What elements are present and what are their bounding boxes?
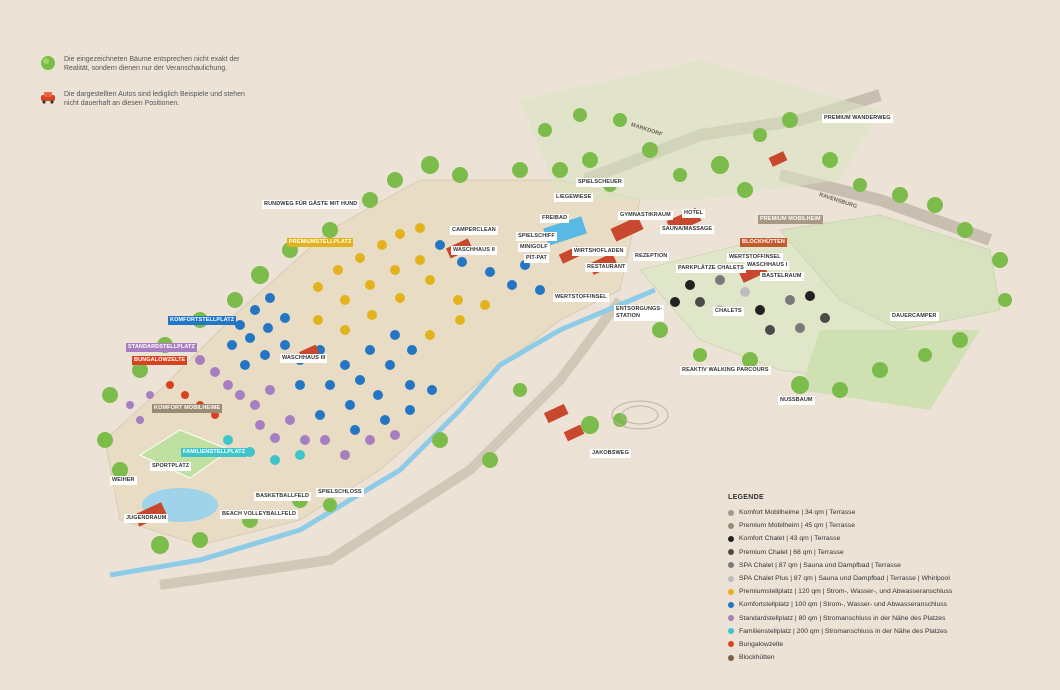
legend-dot-icon [728, 588, 734, 595]
label-hotel: HOTEL [682, 209, 706, 218]
legend-title: LEGENDE [728, 494, 764, 501]
legend-item-label: Bungalowzelte [739, 640, 784, 648]
legend-dot-icon [728, 509, 734, 516]
car-icon [41, 92, 55, 104]
trees-note-text: Die eingezeichneten Bäume entsprechen ni… [64, 56, 240, 72]
chalet-sites [670, 275, 830, 335]
legend-dot-icon [728, 654, 734, 661]
label-spielschloss: SPIELSCHLOSS [316, 488, 364, 497]
road-jakobsweg [159, 297, 624, 590]
legend-item: Premiumstellplatz | 120 qm | Strom-, Was… [728, 585, 1048, 598]
label-entsorgungsstation: ENTSORGUNGS- STATION [614, 305, 665, 321]
label-familienstellplatz: FAMILIENSTELLPLATZ [181, 448, 248, 457]
label-nussbaum: NUSSBAUM [778, 396, 815, 405]
legend-dot-icon [728, 641, 734, 648]
label-camperclean: CAMPERCLEAN [450, 226, 498, 235]
legend-item: Familienstellplatz | 200 qm | Stromansch… [728, 625, 1048, 638]
familienstellplatz-sites [223, 435, 305, 465]
label-freibad: FREIBAD [540, 214, 570, 223]
label-standardstellplatz: STANDARDSTELLPLATZ [126, 343, 197, 352]
label-wertstoffinsel-2: WERTSTOFFINSEL [553, 293, 609, 302]
cars-note: Die dargestellten Autos sind lediglich B… [40, 90, 270, 108]
legend-item-label: Premiumstellplatz | 120 qm | Strom-, Was… [739, 588, 953, 596]
label-restaurant: RESTAURANT [585, 263, 628, 272]
label-bastelraum: BASTELRAUM [760, 272, 804, 281]
legend-dot-icon [728, 549, 734, 556]
legend-item-label: SPA Chalet Plus | 87 qm | Sauna und Damp… [739, 575, 950, 583]
legend-item-label: Komfort Chalet | 43 qm | Terrasse [739, 535, 841, 543]
legend-item: SPA Chalet | 87 qm | Sauna und Dampfbad … [728, 559, 1048, 572]
legend-item: Premium Chalet | 68 qm | Terrasse [728, 546, 1048, 559]
legend-item-label: Komfort Mobilheime | 34 qm | Terrasse [739, 509, 856, 517]
label-blockhuetten: BLOCKHÜTTEN [740, 238, 787, 247]
legend-dot-icon [728, 601, 734, 608]
cars-note-text: Die dargestellten Autos sind lediglich B… [64, 91, 245, 107]
label-premiumstellplatz: PREMIUMSTELLPLATZ [287, 238, 354, 247]
label-pitpat: PIT-PAT [524, 254, 549, 263]
legend-item-label: Komfortstellplatz | 100 qm | Strom-, Was… [739, 601, 948, 609]
legend-item: Komfortstellplatz | 100 qm | Strom-, Was… [728, 598, 1048, 611]
label-sauna: SAUNA/MASSAGE [660, 225, 715, 234]
legend-dot-icon [728, 535, 734, 542]
meadow-north [520, 60, 880, 200]
label-minigolf: MINIGOLF [518, 243, 550, 252]
label-basketballfeld: BASKETBALLFELD [254, 492, 312, 501]
legend-item-label: Blockhütten [739, 654, 775, 662]
legend-item: Bungalowzelte [728, 638, 1048, 651]
label-rezeption: REZEPTION [633, 252, 670, 261]
label-dauercamper: DAUERCAMPER [890, 312, 939, 321]
label-weiher: WEIHER [110, 476, 137, 485]
standardstellplatz-sites [126, 355, 400, 460]
trees [97, 108, 1012, 554]
label-premium-wanderweg: PREMIUM WANDERWEG [822, 114, 893, 123]
legend-item: Komfort Chalet | 43 qm | Terrasse [728, 532, 1048, 545]
label-wertstoffinsel-1: WERTSTOFFINSEL [727, 253, 783, 262]
legend-item-label: Premium Mobilheim | 45 qm | Terrasse [739, 522, 855, 530]
legend-item-label: Familienstellplatz | 200 qm | Stromansch… [739, 627, 948, 635]
label-waschhaus-2: WASCHHAUS II [451, 246, 497, 255]
label-wirtshofladen: WIRTSHOFLADEN [572, 247, 626, 256]
compass-rose [611, 400, 669, 430]
legend-item: Blockhütten [728, 651, 1048, 664]
legend-dot-icon [728, 628, 734, 635]
label-gymnastikraum: GYMNASTIKRAUM [618, 211, 673, 220]
legend-item: Standardstellplatz | 80 qm | Stromanschl… [728, 612, 1048, 625]
dauercamper-ground [779, 214, 1001, 331]
legend-dot-icon [728, 575, 734, 582]
label-spielscheuer: SPIELSCHEUER [576, 178, 624, 187]
legend-dot-icon [728, 615, 734, 622]
legend-item-label: Standardstellplatz | 80 qm | Stromanschl… [739, 614, 946, 622]
label-sportplatz: SPORTPLATZ [150, 462, 192, 471]
legend-item-label: Premium Chalet | 68 qm | Terrasse [739, 548, 844, 556]
legend-item: Komfort Mobilheime | 34 qm | Terrasse [728, 506, 1048, 519]
label-jakobsweg: JAKOBSWEG [590, 449, 631, 458]
label-liegewiese: LIEGEWIESE [554, 193, 594, 202]
label-waschhaus-3: WASCHHAUS III [280, 354, 328, 363]
komfortstellplatz-sites [227, 240, 545, 435]
legend-dot-icon [728, 522, 734, 529]
creek [109, 287, 656, 578]
legend-item: Premium Mobilheim | 45 qm | Terrasse [728, 519, 1048, 532]
label-jugendraum: JUGENDRAUM [124, 514, 169, 523]
tree-icon [41, 56, 55, 70]
label-komfortstellplatz: KOMFORTSTELLPLATZ [168, 316, 237, 325]
label-premium-mobilheim: PREMIUM MOBILHEIM [758, 215, 823, 224]
label-parkplaetze-chalets: PARKPLÄTZE CHALETS [676, 264, 746, 273]
premiumstellplatz-sites [313, 223, 490, 340]
label-komfort-mobilheime: KOMFORT MOBILHEIME [152, 404, 223, 413]
legend-item: SPA Chalet Plus | 87 qm | Sauna und Damp… [728, 572, 1048, 585]
label-rundweg: RUNDWEG FÜR GÄSTE MIT HUND [262, 200, 360, 209]
label-spielschiff: SPIELSCHIFF [516, 232, 557, 241]
trees-note: Die eingezeichneten Bäume entsprechen ni… [40, 55, 270, 73]
legend-dot-icon [728, 562, 734, 569]
label-reaktiv-walking: REAKTIV WALKING PARCOURS [680, 366, 771, 375]
label-bungalowzelte: BUNGALOWZELTE [132, 356, 188, 365]
legend: LEGENDE Komfort Mobilheime | 34 qm | Ter… [728, 494, 1048, 664]
label-beach-volleyballfeld: BEACH VOLLEYBALLFELD [220, 510, 299, 519]
legend-item-label: SPA Chalet | 87 qm | Sauna und Dampfbad … [739, 561, 901, 569]
label-waschhaus-1: WASCHHAUS I [745, 261, 790, 270]
label-chalets: CHALETS [713, 307, 744, 316]
